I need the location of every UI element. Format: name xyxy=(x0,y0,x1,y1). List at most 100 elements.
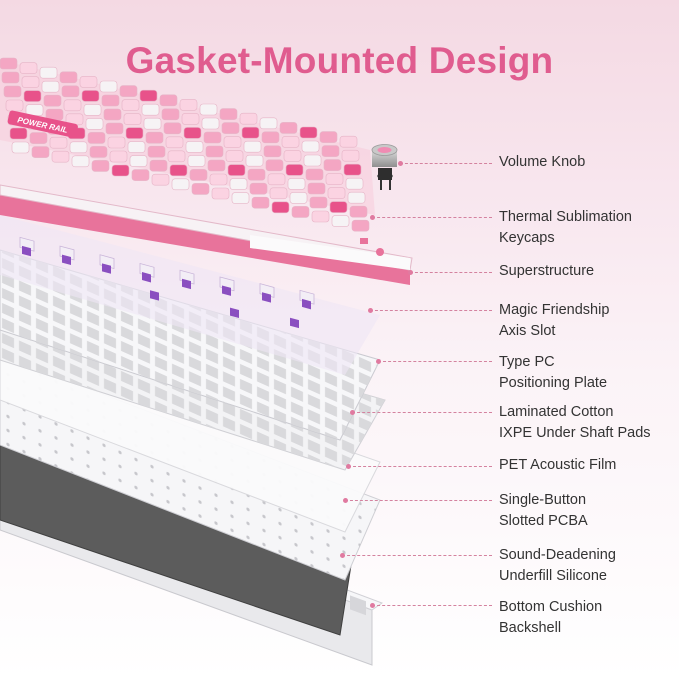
keycap xyxy=(103,108,122,121)
keycap xyxy=(131,169,150,181)
keycap xyxy=(19,62,38,74)
keycap xyxy=(99,80,118,93)
keycap xyxy=(159,94,178,107)
keycap xyxy=(289,192,308,204)
leader-dot xyxy=(340,553,345,558)
leader-line xyxy=(372,217,492,218)
keycap xyxy=(345,177,364,190)
label-pet-film: PET Acoustic Film xyxy=(499,457,617,473)
keycap xyxy=(3,85,22,98)
keycap xyxy=(347,191,366,204)
keycap xyxy=(181,113,200,125)
keycap xyxy=(43,94,62,107)
keycap xyxy=(161,108,180,121)
keycap xyxy=(123,113,142,125)
keycap xyxy=(201,117,220,130)
keycap xyxy=(281,136,300,148)
keycap xyxy=(87,132,106,144)
leader-line xyxy=(410,272,492,273)
keycap xyxy=(1,71,20,84)
keycap xyxy=(299,126,318,139)
keycap xyxy=(81,90,100,102)
keycap xyxy=(49,136,68,149)
keycap xyxy=(71,155,90,168)
leader-line xyxy=(378,361,492,362)
keycap xyxy=(247,168,266,181)
label-positioning-plate: Type PC Positioning Plate xyxy=(499,354,608,391)
keycap xyxy=(209,173,228,186)
keycap xyxy=(259,117,278,130)
keycap xyxy=(311,210,330,223)
keycap xyxy=(267,173,286,186)
keycap xyxy=(321,145,340,157)
keycap xyxy=(39,66,58,79)
keycap xyxy=(303,154,322,167)
keycap xyxy=(239,112,258,125)
keycap xyxy=(305,168,324,181)
keycap xyxy=(227,164,246,176)
leader-line xyxy=(352,412,492,413)
keycap xyxy=(219,108,238,120)
keycap xyxy=(167,150,186,163)
keycap xyxy=(265,159,284,172)
keycap xyxy=(271,201,290,214)
keycap xyxy=(145,131,164,144)
keycap xyxy=(331,215,350,227)
leader-dot xyxy=(370,603,375,608)
keycap xyxy=(245,154,264,167)
keycap xyxy=(21,76,40,88)
keycap xyxy=(125,127,144,139)
keycap xyxy=(287,178,306,190)
keycap xyxy=(199,103,218,116)
leader-dot xyxy=(398,161,403,166)
keycap xyxy=(111,164,130,177)
keycap xyxy=(79,76,98,88)
keycap xyxy=(109,150,128,163)
keycap xyxy=(279,122,298,134)
keycap xyxy=(231,192,250,204)
keycap xyxy=(9,127,28,140)
keycap xyxy=(325,173,344,185)
keycap xyxy=(189,169,208,181)
page-title: Gasket-Mounted Design xyxy=(125,40,554,81)
superstructure-layer xyxy=(0,184,413,285)
keycap xyxy=(69,141,88,154)
keycap xyxy=(339,135,358,148)
keycap xyxy=(151,173,170,186)
keycap xyxy=(183,127,202,139)
label-axis-slot: Magic Friendship Axis Slot xyxy=(499,302,610,339)
keycap xyxy=(163,122,182,135)
keycap xyxy=(291,206,310,218)
keycap xyxy=(329,201,348,213)
keycap xyxy=(251,196,270,209)
label-volume-knob: Volume Knob xyxy=(499,154,586,170)
keycap xyxy=(307,182,326,195)
keycap xyxy=(249,182,268,195)
keycap-layer: POWER RAIL xyxy=(0,57,375,232)
keycap xyxy=(141,103,160,116)
keycap xyxy=(139,89,158,102)
keycap xyxy=(191,183,210,195)
leader-dot xyxy=(346,464,351,469)
keycap xyxy=(63,99,82,112)
keycap xyxy=(241,126,260,139)
keycap xyxy=(187,155,206,167)
keycap xyxy=(119,85,138,97)
keycap xyxy=(269,187,288,200)
leader-line xyxy=(345,500,492,501)
keycap xyxy=(309,196,328,209)
leader-line xyxy=(342,555,492,556)
leader-dot xyxy=(350,410,355,415)
keycap xyxy=(205,145,224,158)
keycap xyxy=(221,122,240,134)
keycap xyxy=(349,205,368,218)
keycap xyxy=(165,136,184,149)
leader-line xyxy=(372,605,492,606)
keycap xyxy=(263,145,282,158)
keycap xyxy=(203,131,222,144)
keycap xyxy=(285,164,304,176)
keycap xyxy=(301,140,320,153)
keycap xyxy=(327,187,346,199)
keycap xyxy=(127,141,146,153)
